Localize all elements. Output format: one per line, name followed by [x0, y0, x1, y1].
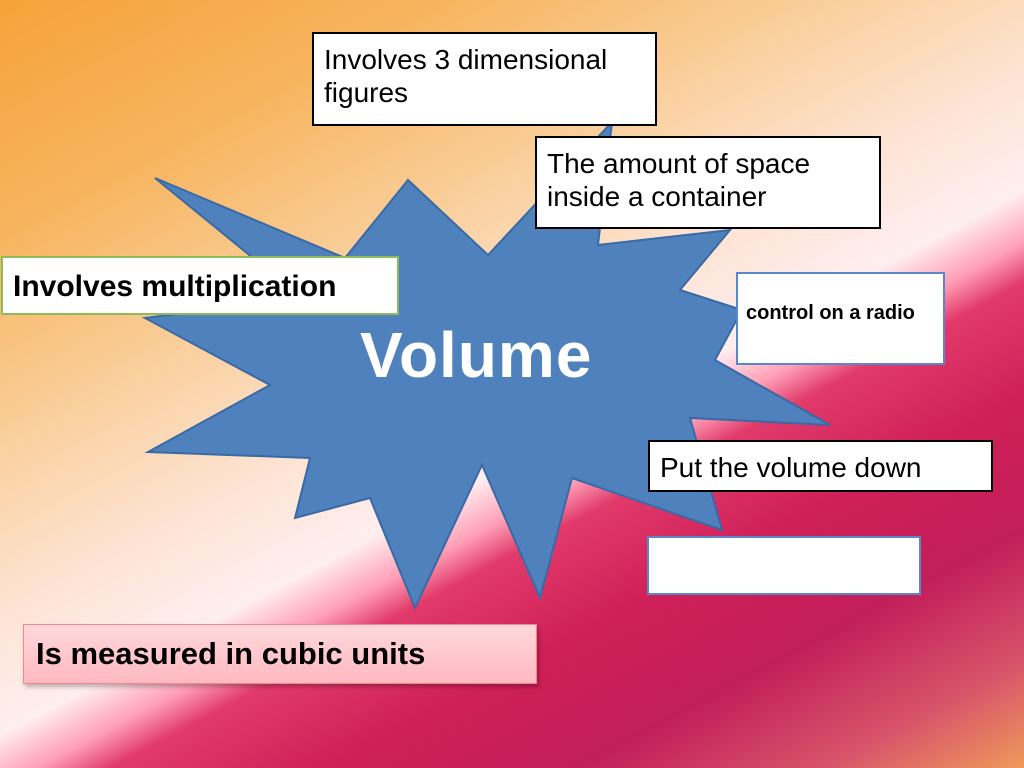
fact-box-empty	[647, 536, 921, 595]
fact-box-volume-down: Put the volume down	[648, 440, 993, 492]
fact-box-cubic-units: Is measured in cubic units	[23, 624, 537, 684]
fact-box-multiplication: Involves multiplication	[1, 256, 399, 315]
center-title-volume: Volume	[360, 319, 593, 391]
fact-box-3d-figures: Involves 3 dimensional figures	[312, 32, 657, 126]
fact-box-radio-control: control on a radio	[736, 272, 945, 365]
fact-box-space-inside: The amount of space inside a container	[535, 136, 881, 229]
